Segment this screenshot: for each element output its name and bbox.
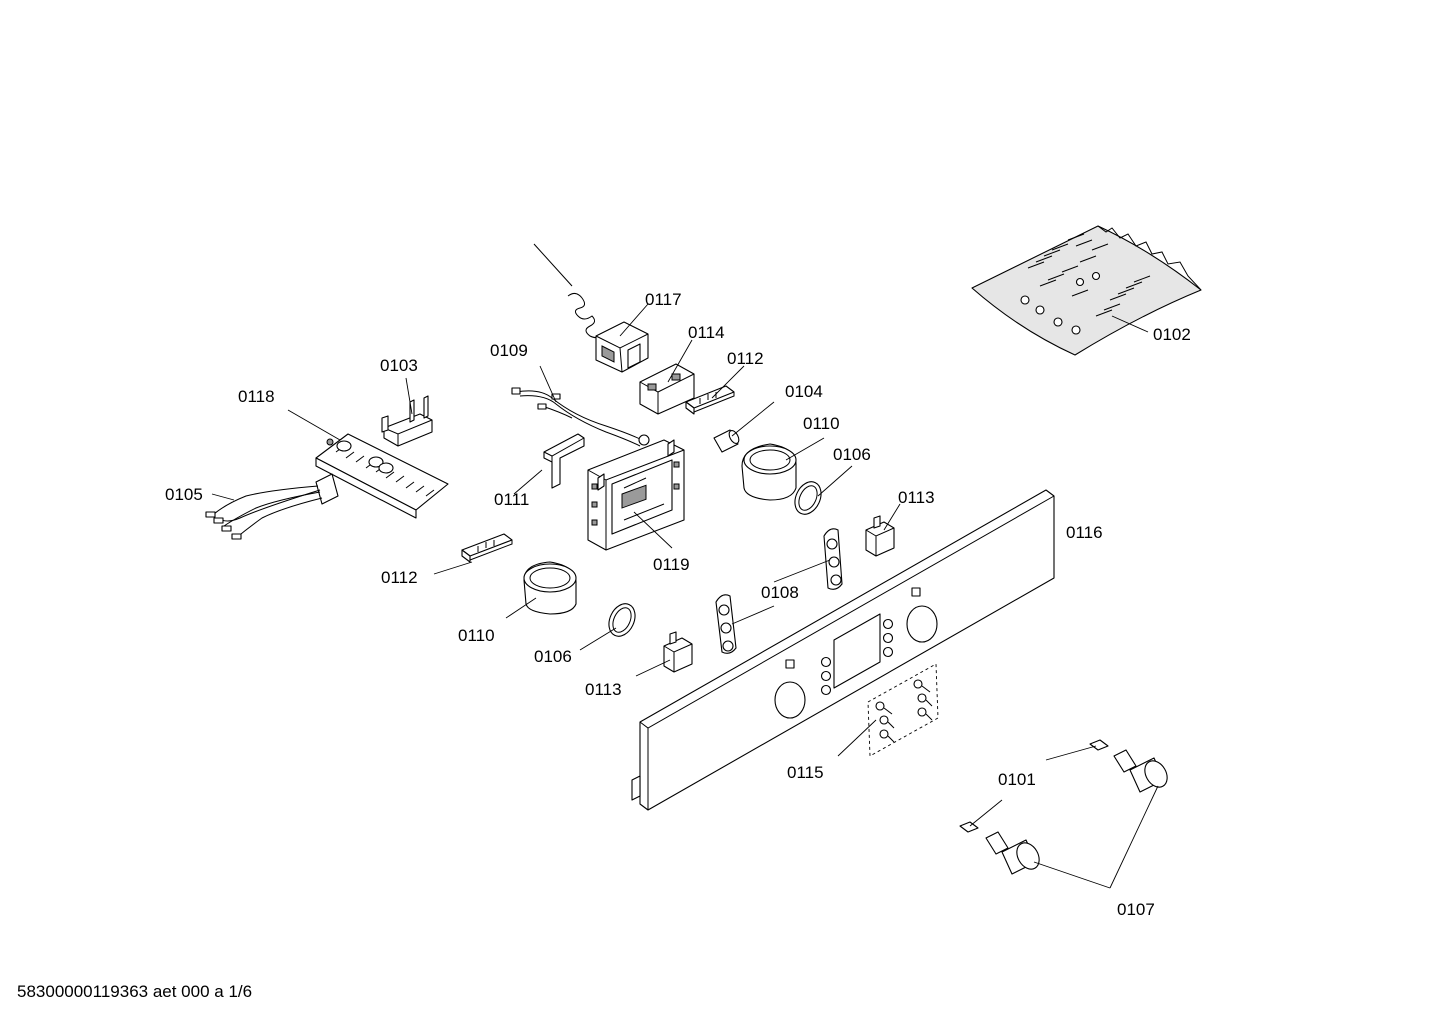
part-0116-front-panel [631,489,1055,811]
part-0112-clip-lower [461,533,513,563]
label-0117: 0117 [645,290,682,309]
part-0112-clip-upper [685,385,735,415]
label-0112-lower: 0112 [381,568,418,587]
document-id: 58300000119363 aet 000 a 1/6 [17,982,252,1001]
label-0110-upper: 0110 [803,414,840,433]
label-0119: 0119 [653,555,690,574]
part-0101-knob-inserts [959,739,1109,833]
label-0101: 0101 [998,770,1036,789]
part-0109-wire-harness [511,387,650,447]
part-0107-knob-lower [985,831,1040,875]
label-0116: 0116 [1066,523,1103,542]
part-0107-knob-upper [1113,749,1168,793]
label-0102: 0102 [1153,325,1191,344]
part-0103-bracket [381,395,433,447]
label-0112-upper: 0112 [727,349,764,368]
part-0117-thermostat [533,243,649,373]
label-0108: 0108 [761,583,799,602]
part-0106-ring-upper [794,481,822,515]
label-0110-lower: 0110 [458,626,495,645]
label-0109: 0109 [490,341,528,360]
label-0107: 0107 [1117,900,1155,919]
label-0111: 0111 [494,490,529,509]
label-0113-lower: 0113 [585,680,622,699]
label-0105: 0105 [165,485,203,504]
part-labels: 0117 0114 0112 0109 0103 0118 0104 0110 … [165,290,1191,919]
part-0113-switch-upper [865,515,895,557]
label-0115: 0115 [787,763,824,782]
part-0118-terminal-block [315,433,449,519]
part-0110-sleeve-lower [523,561,577,615]
label-0114: 0114 [688,323,725,342]
part-0113-switch-lower [663,631,693,673]
label-0118: 0118 [238,387,275,406]
part-0106-ring-lower [608,603,636,637]
part-0119-electronic-module [587,439,685,551]
part-0108-light-guide-upper [823,528,843,590]
label-0103: 0103 [380,356,418,375]
part-0111-lever [543,433,585,489]
part-0110-sleeve-upper [741,443,797,501]
part-0108-light-guide-lower [715,594,737,654]
part-0105-wire-set [205,473,339,540]
part-0114-bracket [639,363,695,415]
label-0104: 0104 [785,382,823,401]
part-0102-screw-bag [971,225,1202,356]
label-0113-upper: 0113 [898,488,935,507]
label-0106-upper: 0106 [833,445,871,464]
label-0106-lower: 0106 [534,647,572,666]
part-0115-screws [867,663,939,757]
leader-lines [211,303,1159,889]
